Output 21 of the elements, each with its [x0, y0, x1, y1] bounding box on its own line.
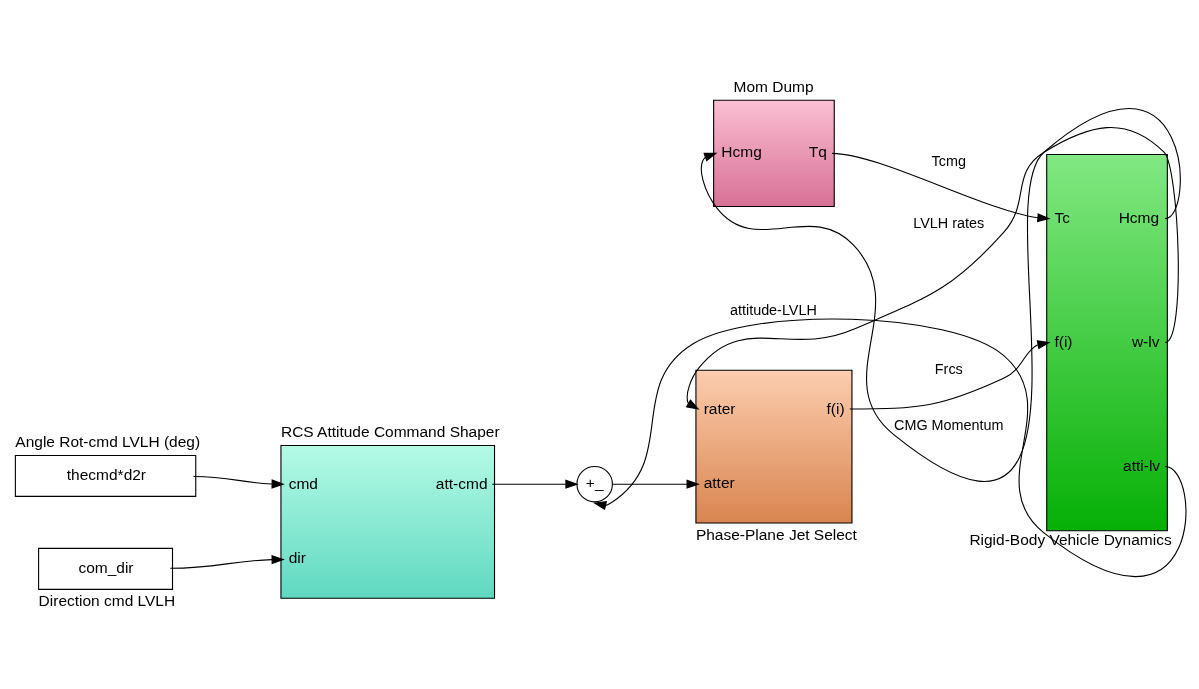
arrow: [593, 318, 1187, 578]
node-circle: +_: [576, 465, 613, 503]
arrow: [831, 152, 1051, 223]
node-label: Direction cmd LVLH: [38, 592, 176, 610]
arrow: [611, 479, 700, 489]
node-label: Rigid-Body Vehicle Dynamics: [969, 531, 1172, 549]
arrow: [700, 107, 1181, 482]
node-label: Mom Dump: [733, 77, 814, 95]
arrow: [192, 475, 285, 489]
arrow: [849, 340, 1051, 410]
node-label: RCS Attitude Command Shaper: [280, 422, 500, 440]
arrow: [685, 127, 1179, 410]
node-label: Angle Rot-cmd LVLH (deg): [15, 432, 201, 450]
edge-label: CMG Momentum: [894, 417, 1004, 434]
node-label: Phase-Plane Jet Select: [695, 525, 857, 543]
edge-label: LVLH rates: [913, 214, 985, 231]
edge-label: Frcs: [934, 360, 963, 377]
arrow: [169, 554, 285, 569]
edge-label: Tcmg: [931, 152, 966, 169]
arrow: [491, 479, 579, 489]
edge-label: attitude-LVLH: [729, 302, 817, 319]
